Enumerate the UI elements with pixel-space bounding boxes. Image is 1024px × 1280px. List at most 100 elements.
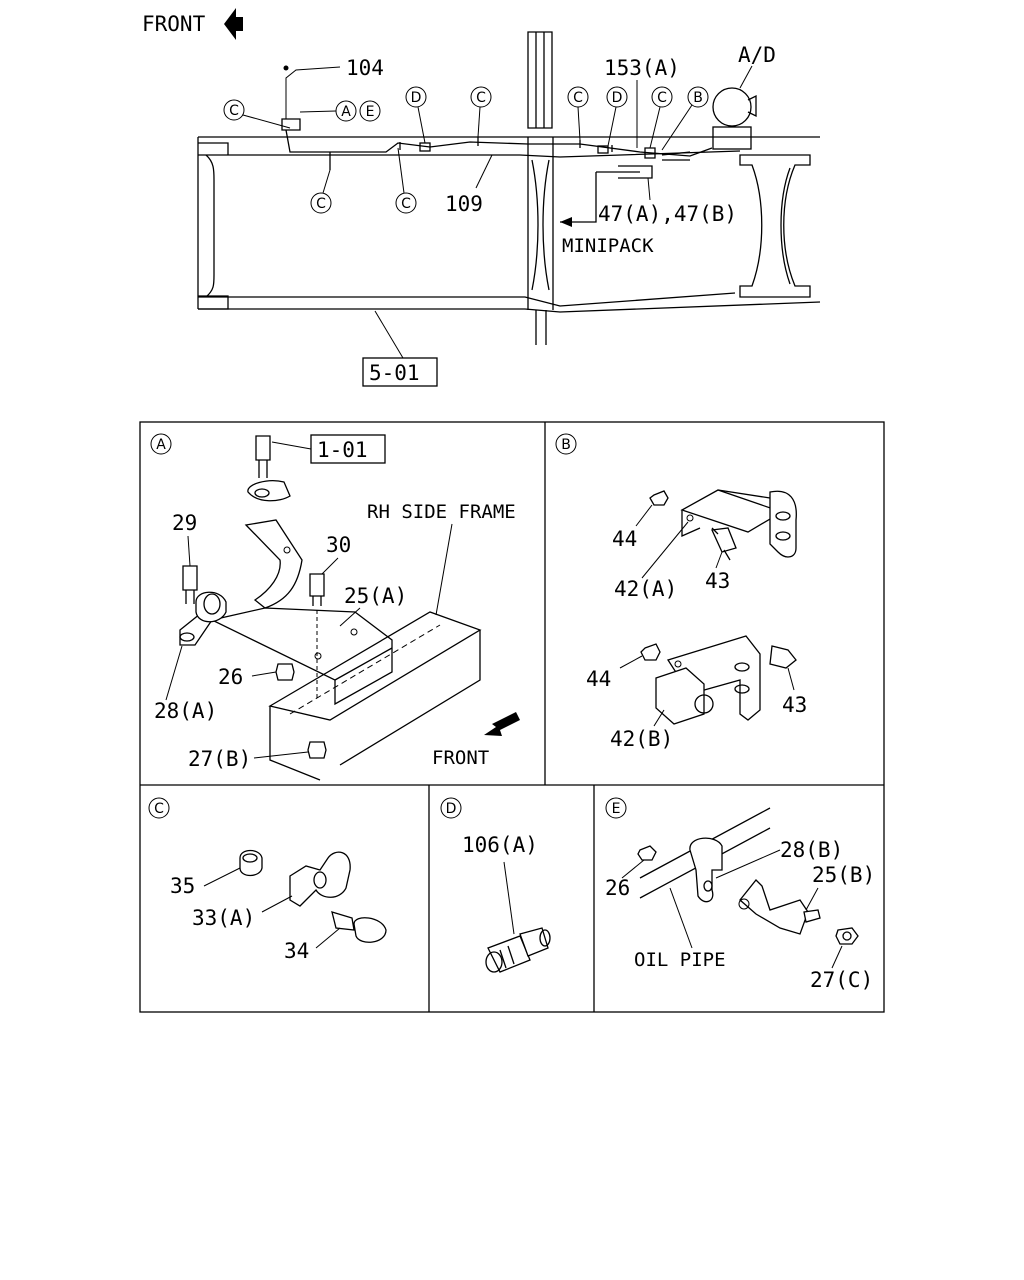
- ref-5-01: 5-01: [369, 361, 420, 385]
- rear-crossmember: [739, 154, 811, 298]
- bracket-25a: [210, 607, 393, 706]
- callout-104: 104: [346, 56, 384, 80]
- callout-47: 47(A),47(B): [598, 202, 737, 226]
- panel-e: E 28(B) 26 25(B) 27(C) OIL PIPE: [605, 797, 875, 992]
- svg-text:C: C: [229, 103, 239, 119]
- callout-letter-D-1: D: [405, 86, 427, 108]
- part-42b: 42(B): [610, 727, 673, 751]
- callout-letter-E: E: [359, 100, 381, 122]
- panel-d: D 106(A): [440, 797, 551, 973]
- part-25a: 25(A): [344, 584, 407, 608]
- union-106a: [487, 935, 531, 973]
- panel-d-letter: D: [440, 797, 462, 819]
- panel-a-letter: A: [150, 433, 172, 455]
- callout-letter-C-5: C: [310, 192, 332, 214]
- part-30: 30: [326, 533, 351, 557]
- svg-text:C: C: [657, 90, 667, 106]
- callout-letter-C-3: C: [567, 86, 589, 108]
- part-25b: 25(B): [812, 863, 875, 887]
- callout-letter-C-2: C: [470, 86, 492, 108]
- clamp-28a: [195, 591, 227, 623]
- nut-44-bottom: [640, 643, 661, 661]
- svg-text:A: A: [341, 104, 351, 120]
- frame-bottom-rail-outer: [198, 301, 821, 313]
- part-27b: 27(B): [188, 747, 251, 771]
- bolt-34: [353, 917, 387, 943]
- panel-c-letter: C: [148, 797, 170, 819]
- cab-mount-post: [527, 31, 553, 129]
- clamp-top: [247, 480, 291, 502]
- clamp-28b: [689, 837, 723, 903]
- svg-text:B: B: [561, 437, 571, 453]
- frame-top-rail-inner: [198, 150, 741, 158]
- part-26-e: 26: [605, 876, 630, 900]
- clamp-33a: [289, 851, 351, 907]
- part-106a: 106(A): [462, 833, 538, 857]
- part-29: 29: [172, 511, 197, 535]
- bracket-25b: [739, 879, 809, 935]
- panel-grid: [139, 421, 885, 1013]
- svg-text:C: C: [316, 196, 326, 212]
- air-dryer-tank: [712, 87, 752, 127]
- callout-letter-A: A: [335, 100, 357, 122]
- bolt-43-bottom: [769, 645, 797, 669]
- bracket-42b: [666, 635, 761, 721]
- panel-c: C 35 33(A) 34: [148, 797, 387, 963]
- callout-letter-B: B: [687, 86, 709, 108]
- svg-text:A: A: [156, 437, 166, 453]
- ref-1-01: 1-01: [317, 438, 368, 462]
- oil-pipe-label: OIL PIPE: [634, 949, 726, 971]
- nut-27b: [307, 741, 327, 759]
- part-43-bottom: 43: [782, 693, 807, 717]
- air-dryer-base: [712, 126, 752, 150]
- part-33a: 33(A): [192, 906, 255, 930]
- nut-27c: [835, 927, 859, 945]
- callout-letter-C-6: C: [395, 192, 417, 214]
- svg-text:B: B: [693, 90, 703, 106]
- part-27c: 27(C): [810, 968, 873, 992]
- part-28b: 28(B): [780, 838, 843, 862]
- front-arrow-icon: [224, 8, 243, 40]
- callout-letter-C-1: C: [223, 99, 245, 121]
- bracket-arm: [244, 519, 303, 609]
- nut-44-top: [649, 490, 669, 506]
- svg-text:E: E: [612, 801, 621, 817]
- nut-26-e: [637, 845, 657, 861]
- part-34: 34: [284, 939, 309, 963]
- svg-text:C: C: [154, 801, 164, 817]
- svg-text:D: D: [446, 801, 457, 817]
- ref-box-5-01: [362, 357, 438, 387]
- part-26: 26: [218, 665, 243, 689]
- callout-letter-C-4: C: [651, 86, 673, 108]
- part-44-bottom: 44: [586, 667, 611, 691]
- panel-b: B 44 42(A) 43 44 43 42(B): [555, 433, 807, 751]
- callout-109: 109: [445, 192, 483, 216]
- panel-a: A 1-01 RH SIDE FRAME: [150, 433, 520, 781]
- front-label-a: FRONT: [432, 747, 489, 769]
- ad-label: A/D: [738, 43, 776, 67]
- svg-text:D: D: [411, 90, 422, 106]
- part-44-top: 44: [612, 527, 637, 551]
- nut-26: [275, 663, 295, 681]
- callout-153a: 153(A): [604, 56, 680, 80]
- minipack-label: MINIPACK: [562, 235, 654, 257]
- part-35: 35: [170, 874, 195, 898]
- front-crossmember: [205, 154, 215, 298]
- callout-letter-D-2: D: [606, 86, 628, 108]
- part-43-top: 43: [705, 569, 730, 593]
- panel-e-letter: E: [605, 797, 627, 819]
- svg-text:C: C: [401, 196, 411, 212]
- svg-text:E: E: [366, 104, 375, 120]
- part-28a: 28(A): [154, 699, 217, 723]
- svg-text:C: C: [476, 90, 486, 106]
- svg-text:C: C: [573, 90, 583, 106]
- front-label: FRONT: [142, 12, 206, 36]
- front-arrow-a-icon: [484, 712, 520, 736]
- svg-text:D: D: [612, 90, 623, 106]
- panel-b-letter: B: [555, 433, 577, 455]
- chassis-overview: FRONT A/D C: [142, 8, 821, 387]
- frame-bottom-rail: [198, 292, 736, 307]
- rh-side-frame-label: RH SIDE FRAME: [367, 501, 516, 523]
- part-42a: 42(A): [614, 577, 677, 601]
